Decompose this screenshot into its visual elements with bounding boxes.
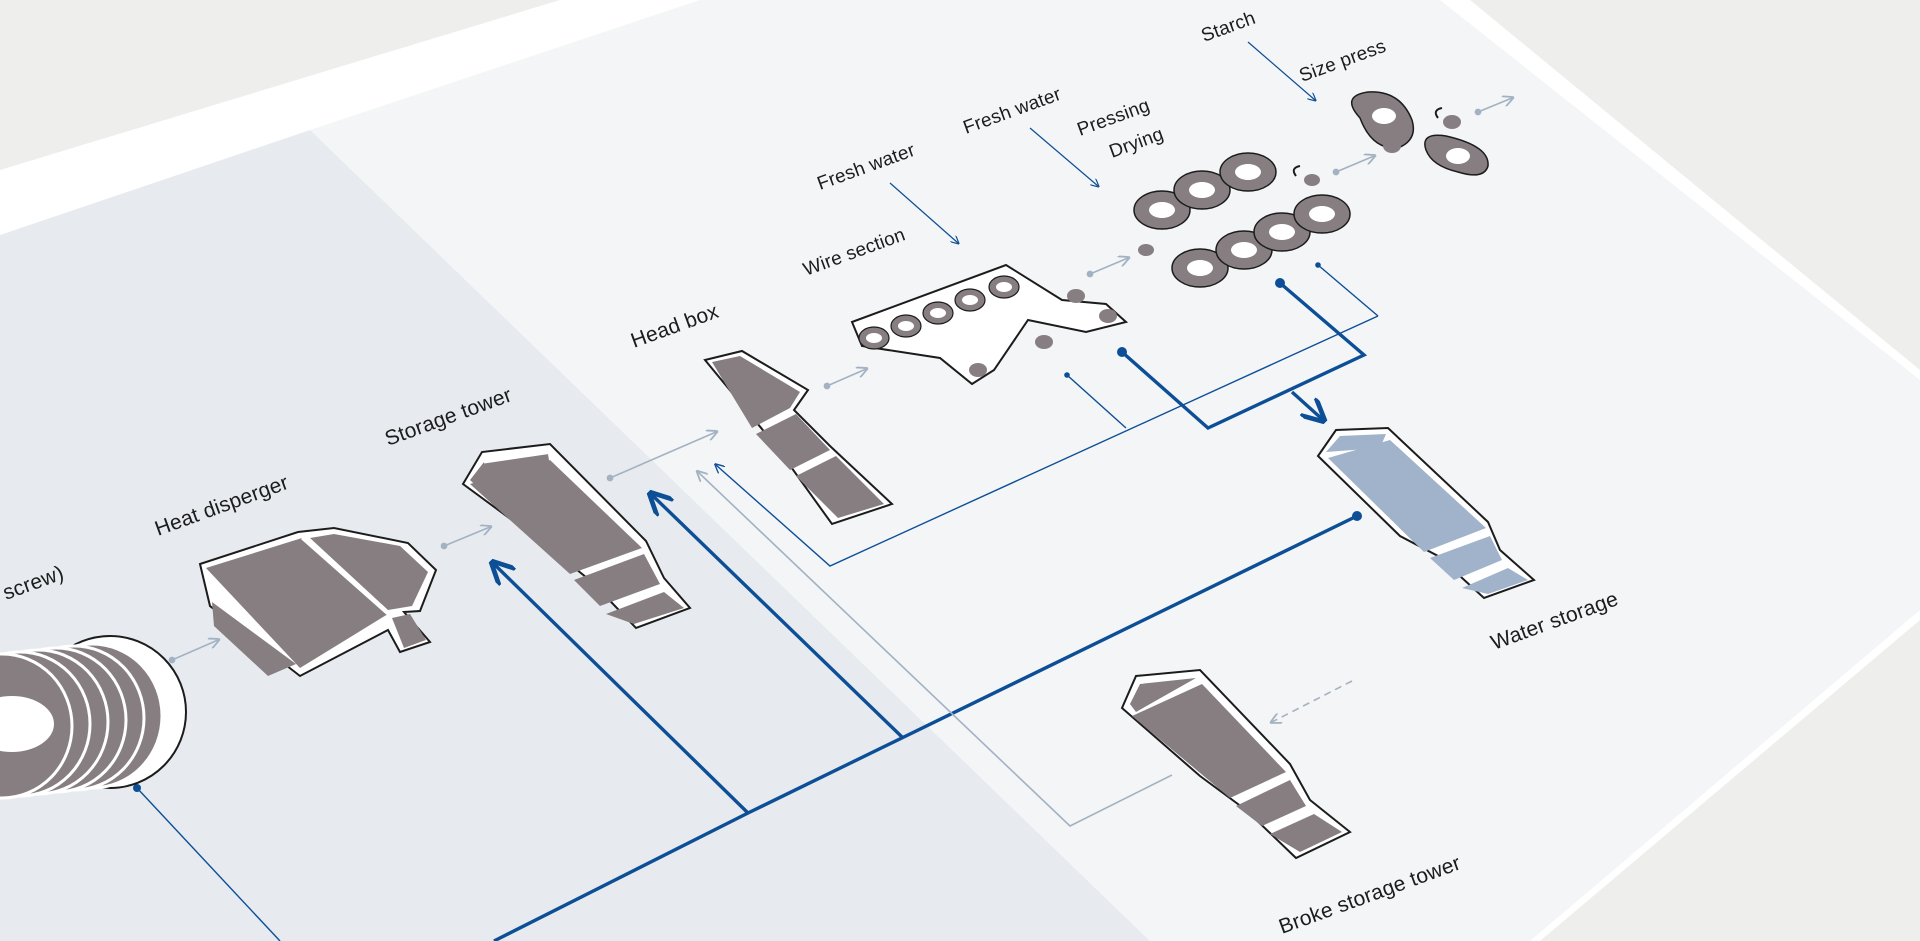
- conn-sizepress-out: [1478, 98, 1512, 112]
- drain-dot: [1275, 278, 1285, 288]
- broke-storage-tower: [1120, 668, 1352, 860]
- water-to-storage-tower: [494, 564, 750, 815]
- screw-drop-line: [136, 787, 281, 941]
- heat-disperger-machine: [198, 526, 438, 678]
- wire-section-machine: [850, 263, 1129, 386]
- conn-disperger-tower: [444, 527, 490, 546]
- fresh-water-input-upper: [889, 182, 958, 243]
- water-to-headbox: [652, 495, 904, 739]
- broke-return-line: [698, 472, 1173, 827]
- to-water-storage: [1290, 390, 1322, 419]
- fresh-water-input-lower: [1029, 127, 1098, 186]
- branch-dot: [1315, 262, 1321, 268]
- return-line-headbox: [716, 315, 1379, 567]
- screw-drop-dot: [133, 784, 141, 792]
- conn-tower-headbox: [610, 432, 716, 478]
- panel-right: [310, 0, 1920, 941]
- conn-drying-sizepress: [1336, 156, 1374, 172]
- water-storage-tank: [1316, 426, 1536, 600]
- size-press-machine: [1351, 91, 1489, 176]
- storage-outlet-dot: [1352, 511, 1362, 521]
- broke-input-dashed: [1272, 680, 1353, 722]
- starch-input: [1247, 41, 1315, 100]
- white-water-drain: [1120, 281, 1368, 431]
- head-box-machine: [703, 349, 894, 526]
- screw-press-machine: [0, 635, 187, 800]
- conn-headbox-wire: [827, 369, 866, 386]
- conn-wire-press: [1090, 258, 1128, 274]
- conn-screw-disperger: [172, 640, 218, 660]
- branch-dot: [1064, 372, 1070, 378]
- drain-dot: [1117, 347, 1127, 357]
- return-branch-2: [1066, 374, 1127, 429]
- return-branch-1: [1317, 264, 1379, 317]
- storage-tower-machine: [461, 442, 692, 630]
- press-dryer-machine: [1133, 152, 1351, 288]
